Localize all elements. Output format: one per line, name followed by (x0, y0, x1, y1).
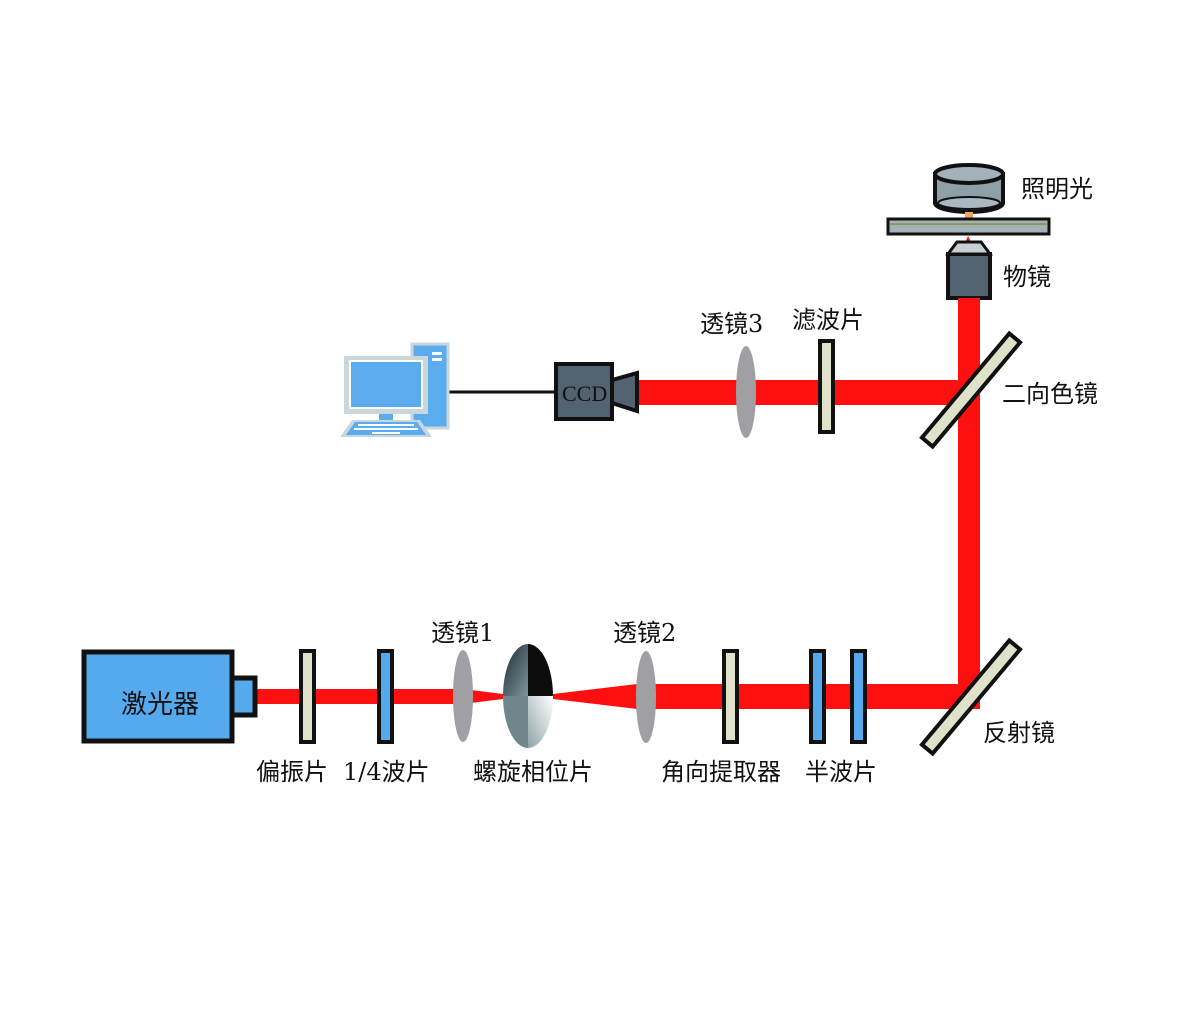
beam-segment-main (637, 684, 980, 709)
half-wave-plate-a (809, 649, 826, 744)
sample-stage (886, 217, 1051, 236)
angular-extractor-label: 角向提取器 (661, 758, 781, 786)
quarter-wave-plate-label: 1/4波片 (343, 758, 430, 786)
dichroic-mirror-label: 二向色镜 (1002, 380, 1098, 408)
filter (818, 339, 835, 434)
laser-label: 激光器 (121, 690, 200, 720)
polarizer (299, 649, 316, 744)
illumination-label: 照明光 (1021, 175, 1093, 203)
lens-1 (453, 650, 473, 742)
half-wave-plate-b (850, 649, 867, 744)
reflector-label: 反射镜 (983, 719, 1055, 747)
quarter-wave-plate (377, 649, 394, 744)
lens-1-label: 透镜1 (431, 619, 495, 647)
beam-segment-input (255, 689, 463, 704)
angular-extractor (722, 649, 739, 744)
half-wave-plate-label: 半波片 (805, 758, 877, 786)
ccd-camera (554, 362, 639, 421)
spiral-phase-plate (503, 644, 553, 748)
computer-icon (340, 342, 450, 437)
laser (81, 649, 258, 744)
lens-3 (736, 346, 756, 438)
spiral-phase-plate-label: 螺旋相位片 (473, 758, 593, 786)
beam-expand-2 (553, 684, 637, 709)
polarizer-label: 偏振片 (256, 758, 328, 786)
filter-label: 滤波片 (792, 306, 864, 334)
beam-segment-vertical (958, 298, 980, 709)
illumination-lamp (933, 163, 1005, 214)
illumination-beam (965, 212, 973, 220)
lens-2 (636, 651, 656, 743)
reflector (919, 637, 1023, 757)
dichroic-mirror (919, 330, 1023, 450)
objective-beam (958, 298, 980, 304)
objective-label: 物镜 (1003, 263, 1051, 291)
objective (945, 240, 993, 300)
beam-focus-1 (463, 689, 503, 704)
lens-3-label: 透镜3 (700, 310, 764, 338)
lens-2-label: 透镜2 (613, 619, 677, 647)
ccd-label: CCD (562, 381, 608, 406)
beam-segment-detection (637, 380, 980, 405)
